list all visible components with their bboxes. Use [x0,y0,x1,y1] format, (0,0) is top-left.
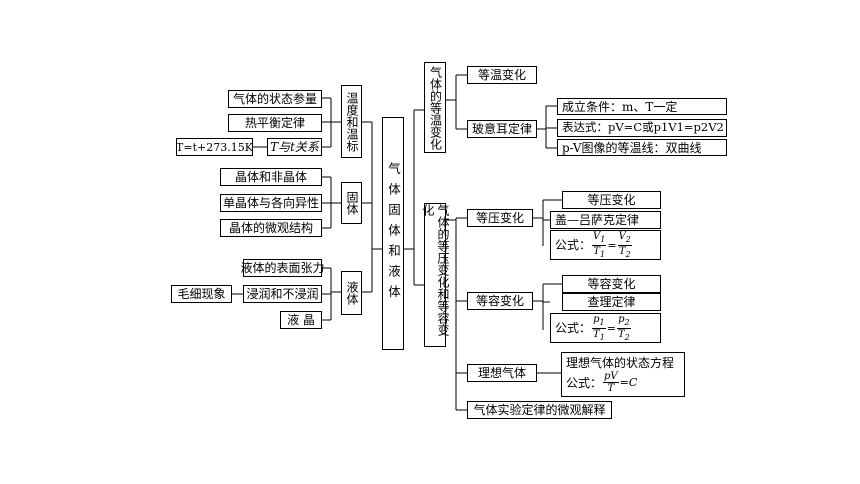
temperature-formula-label: T=t+273.15K [176,140,253,154]
liquid-branch-box: 液体 [341,271,362,315]
charles-law-box: 查理定律 [562,293,661,311]
liquid-crystal-label: 液 晶 [287,313,315,327]
pv-graph-label: p-V图像的等温线：双曲线 [562,140,702,155]
boyle-condition-label: 成立条件：m、T一定 [562,99,678,114]
isothermal-change-label: 等温变化 [477,68,526,82]
isobaric-formula-prefix: 公式： [555,238,592,252]
isobaric-isochoric-branch-box: 气体的等压变化和等容变化 [421,203,450,347]
crystal-microstructure-label: 晶体的微观结构 [228,221,313,235]
pv-graph-box: p-V图像的等温线：双曲线 [557,139,727,156]
crystal-noncrystal-label: 晶体和非晶体 [234,170,307,184]
temperature-formula-box: T=t+273.15K [176,138,253,156]
gay-lussac-box: 盖—吕萨克定律 [550,211,661,229]
isothermal-branch-box: 气体的等温变化 [424,62,446,153]
anisotropy-box: 单晶体与各向异性 [220,194,322,212]
isothermal-branch-title: 气体的等温变化 [428,65,443,150]
wetting-label: 浸润和不浸润 [246,287,319,301]
isobaric-sub-label: 等压变化 [587,193,636,207]
boyle-law-label: 玻意耳定律 [471,122,532,136]
ideal-gas-label: 理想气体 [477,366,526,380]
wetting-box: 浸润和不浸润 [243,285,322,303]
charles-law-label: 查理定律 [587,295,636,309]
ideal-gas-box: 理想气体 [467,364,537,382]
ideal-gas-formula-prefix: 公式： [566,375,603,390]
boyle-law-box: 玻意耳定律 [467,120,537,138]
ideal-gas-equation-label: 理想气体的状态方程 [566,356,675,370]
isochoric-formula-prefix: 公式： [555,321,592,335]
solid-branch-title: 固体 [345,191,359,215]
T-t-relation-box: T与t关系 [267,138,322,156]
isochoric-change-label: 等容变化 [475,294,524,308]
isobaric-isochoric-branch-title: 气体的等压变化和等容变化 [421,204,450,336]
crystal-microstructure-box: 晶体的微观结构 [220,219,322,237]
isobaric-sub-box: 等压变化 [562,191,661,209]
boyle-expression-box: 表达式：pV=C或p1V1=p2V2 [557,119,727,137]
gas-state-parameter-box: 气体的状态参量 [228,90,322,108]
capillary-label: 毛细现象 [177,287,226,301]
isochoric-sub-label: 等容变化 [587,277,636,291]
isobaric-change-box: 等压变化 [467,209,533,227]
thermal-equilibrium-box: 热平衡定律 [228,114,322,132]
microscopic-explanation-label: 气体实验定律的微观解释 [473,403,606,417]
anisotropy-label: 单晶体与各向异性 [222,196,319,210]
T-t-relation-label: T与t关系 [270,140,319,154]
surface-tension-box: 液体的表面张力 [240,259,325,277]
isochoric-sub-box: 等容变化 [562,275,661,293]
solid-branch-box: 固体 [341,182,362,224]
gas-state-parameter-label: 气体的状态参量 [232,92,317,106]
thermal-equilibrium-label: 热平衡定律 [244,116,305,130]
liquid-crystal-box: 液 晶 [280,311,322,329]
crystal-noncrystal-box: 晶体和非晶体 [220,168,322,186]
surface-tension-label: 液体的表面张力 [240,261,325,275]
isochoric-change-box: 等容变化 [467,292,533,310]
temperature-branch-title: 温度和温标 [345,91,359,152]
isobaric-change-label: 等压变化 [475,211,524,225]
boyle-condition-box: 成立条件：m、T一定 [557,98,727,115]
gay-lussac-label: 盖—吕萨克定律 [555,213,640,227]
boyle-expression-label: 表达式：pV=C或p1V1=p2V2 [562,120,724,135]
isothermal-change-box: 等温变化 [467,66,537,84]
center-topic-box: 气体固体和液体 [382,117,404,350]
temperature-branch-box: 温度和温标 [341,85,362,158]
capillary-box: 毛细现象 [171,285,232,303]
liquid-branch-title: 液体 [345,281,359,305]
microscopic-explanation-box: 气体实验定律的微观解释 [467,401,612,419]
center-topic-text: 气体固体和液体 [386,161,401,306]
